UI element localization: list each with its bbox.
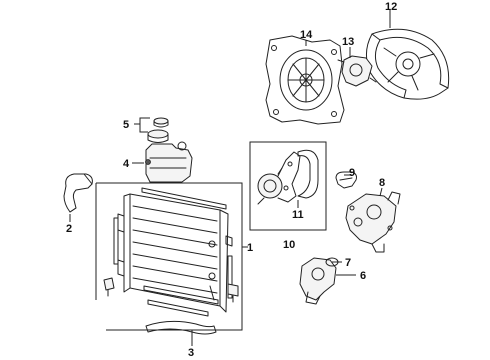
reservoir-cap-part (147, 117, 169, 143)
lower-hose-part (145, 320, 217, 335)
bypass-hose-part (335, 171, 357, 189)
thermostat-part (299, 257, 337, 305)
coolant-reservoir-part (145, 141, 193, 183)
fan-shroud-part (265, 35, 345, 125)
pump-gasket-part (297, 149, 319, 199)
fan-motor-part (337, 55, 377, 87)
callout-11: 11 (292, 209, 304, 221)
fan-blade-part (366, 28, 450, 100)
callout-2: 2 (66, 223, 72, 235)
radiator-assembly-box (95, 182, 243, 331)
callout-7: 7 (345, 257, 351, 269)
radiator-part (117, 187, 233, 313)
callout-9: 9 (349, 167, 355, 179)
upper-hose-part (63, 173, 93, 213)
callout-3: 3 (188, 347, 194, 359)
callout-13: 13 (342, 36, 354, 48)
callout-1: 1 (247, 242, 253, 254)
radiator-seal-parts (103, 217, 239, 317)
callout-5: 5 (123, 119, 129, 131)
callout-4: 4 (123, 158, 130, 170)
water-pump-part (257, 151, 301, 205)
callout-10: 10 (283, 239, 295, 251)
callout-8: 8 (379, 177, 385, 189)
callouts: 12 13 14 5 4 2 1 3 11 10 9 8 7 6 (66, 1, 397, 359)
water-pump-box (249, 141, 327, 231)
thermostat-housing-part (345, 191, 401, 253)
callout-14: 14 (300, 29, 313, 41)
callout-12: 12 (385, 1, 397, 13)
leader-lines (69, 10, 391, 346)
callout-6: 6 (360, 270, 366, 282)
